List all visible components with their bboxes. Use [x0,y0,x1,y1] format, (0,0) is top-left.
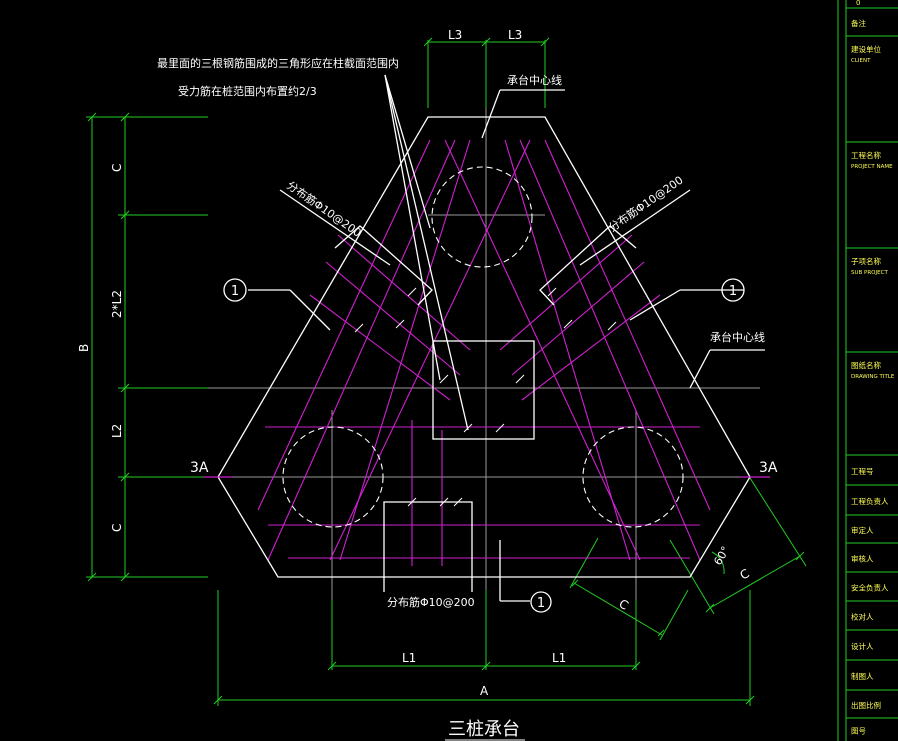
dim-L1-right: L1 [552,651,566,665]
centerline-label-top: 承台中心线 [507,73,562,87]
rebar-label-right: 分布筋Φ10@200 [606,173,686,235]
drawing-title: 三桩承台 [448,719,520,740]
title-block-field-sublabel: DRAWING TITLE [851,374,895,380]
dim-L3-left: L3 [448,28,462,42]
section-label-right: 3A [759,460,778,476]
title-block-field-sublabel: SUB PROJECT [851,270,888,276]
title-block-top-char: 0 [856,0,860,7]
rebar-ticks [354,287,617,507]
dim-C-bottom: C [110,524,124,532]
title-block-field-label: 图纸名称 [851,360,881,370]
note-line-1: 最里面的三根钢筋围成的三角形应在柱截面范围内 [157,56,399,70]
pile-left [282,426,384,528]
centerline-label-right: 承台中心线 [710,330,765,344]
piles [282,166,684,528]
rebar-lines [257,139,711,566]
title-block-field-label: 子项名称 [851,256,881,266]
marker-1-bottom: 1 [537,596,545,611]
title-block-field-label: 制图人 [851,671,874,681]
title-block-field-label: 工程负责人 [851,496,889,506]
marker-1-right: 1 [729,284,737,299]
dim-L3-right: L3 [508,28,522,42]
dim-A: A [480,684,489,698]
title-block-field-label: 工程名称 [851,150,881,160]
grid-lines [208,108,760,600]
dimension-lines [86,37,807,706]
section-label-left: 3A [190,460,209,476]
dim-L1-left: L1 [402,651,416,665]
title-block-field-label: 工程号 [851,467,874,476]
title-block-field-label: 校对人 [851,612,874,622]
angle-label: 60° [711,544,732,567]
dim-L2: L2 [110,424,124,438]
dim-B: B [77,344,91,352]
dim-2L2: 2*L2 [110,290,124,318]
title-block-field-sublabel: PROJECT NAME [851,164,893,170]
title-block-field-label: 设计人 [851,641,874,651]
title-block-field-label: 出图比例 [851,700,881,710]
rebar-label-left: 分布筋Φ10@200 [284,178,364,240]
rebar-label-bottom: 分布筋Φ10@200 [387,595,475,609]
marker-1-left: 1 [231,284,239,299]
title-block-field-sublabel: CLIENT [851,58,871,64]
pile-cap-outline [217,74,765,613]
title-block-field-label: 安全负责人 [851,583,889,593]
note-line-2: 受力筋在桩范围内布置约2/3 [178,84,317,98]
title-block-field-label: 图号 [851,727,866,736]
dim-C-diag-b: C [738,566,752,582]
title-block-field-label: 建设单位 [851,44,881,54]
pile-right [582,426,684,528]
title-block-field-label: 备注 [851,18,866,28]
dim-C-diag-a: C [617,596,631,612]
title-block-field-label: 审定人 [851,525,874,535]
title-block-field-label: 审核人 [851,554,874,564]
pile-top [431,166,533,268]
dim-C-top: C [110,164,124,172]
